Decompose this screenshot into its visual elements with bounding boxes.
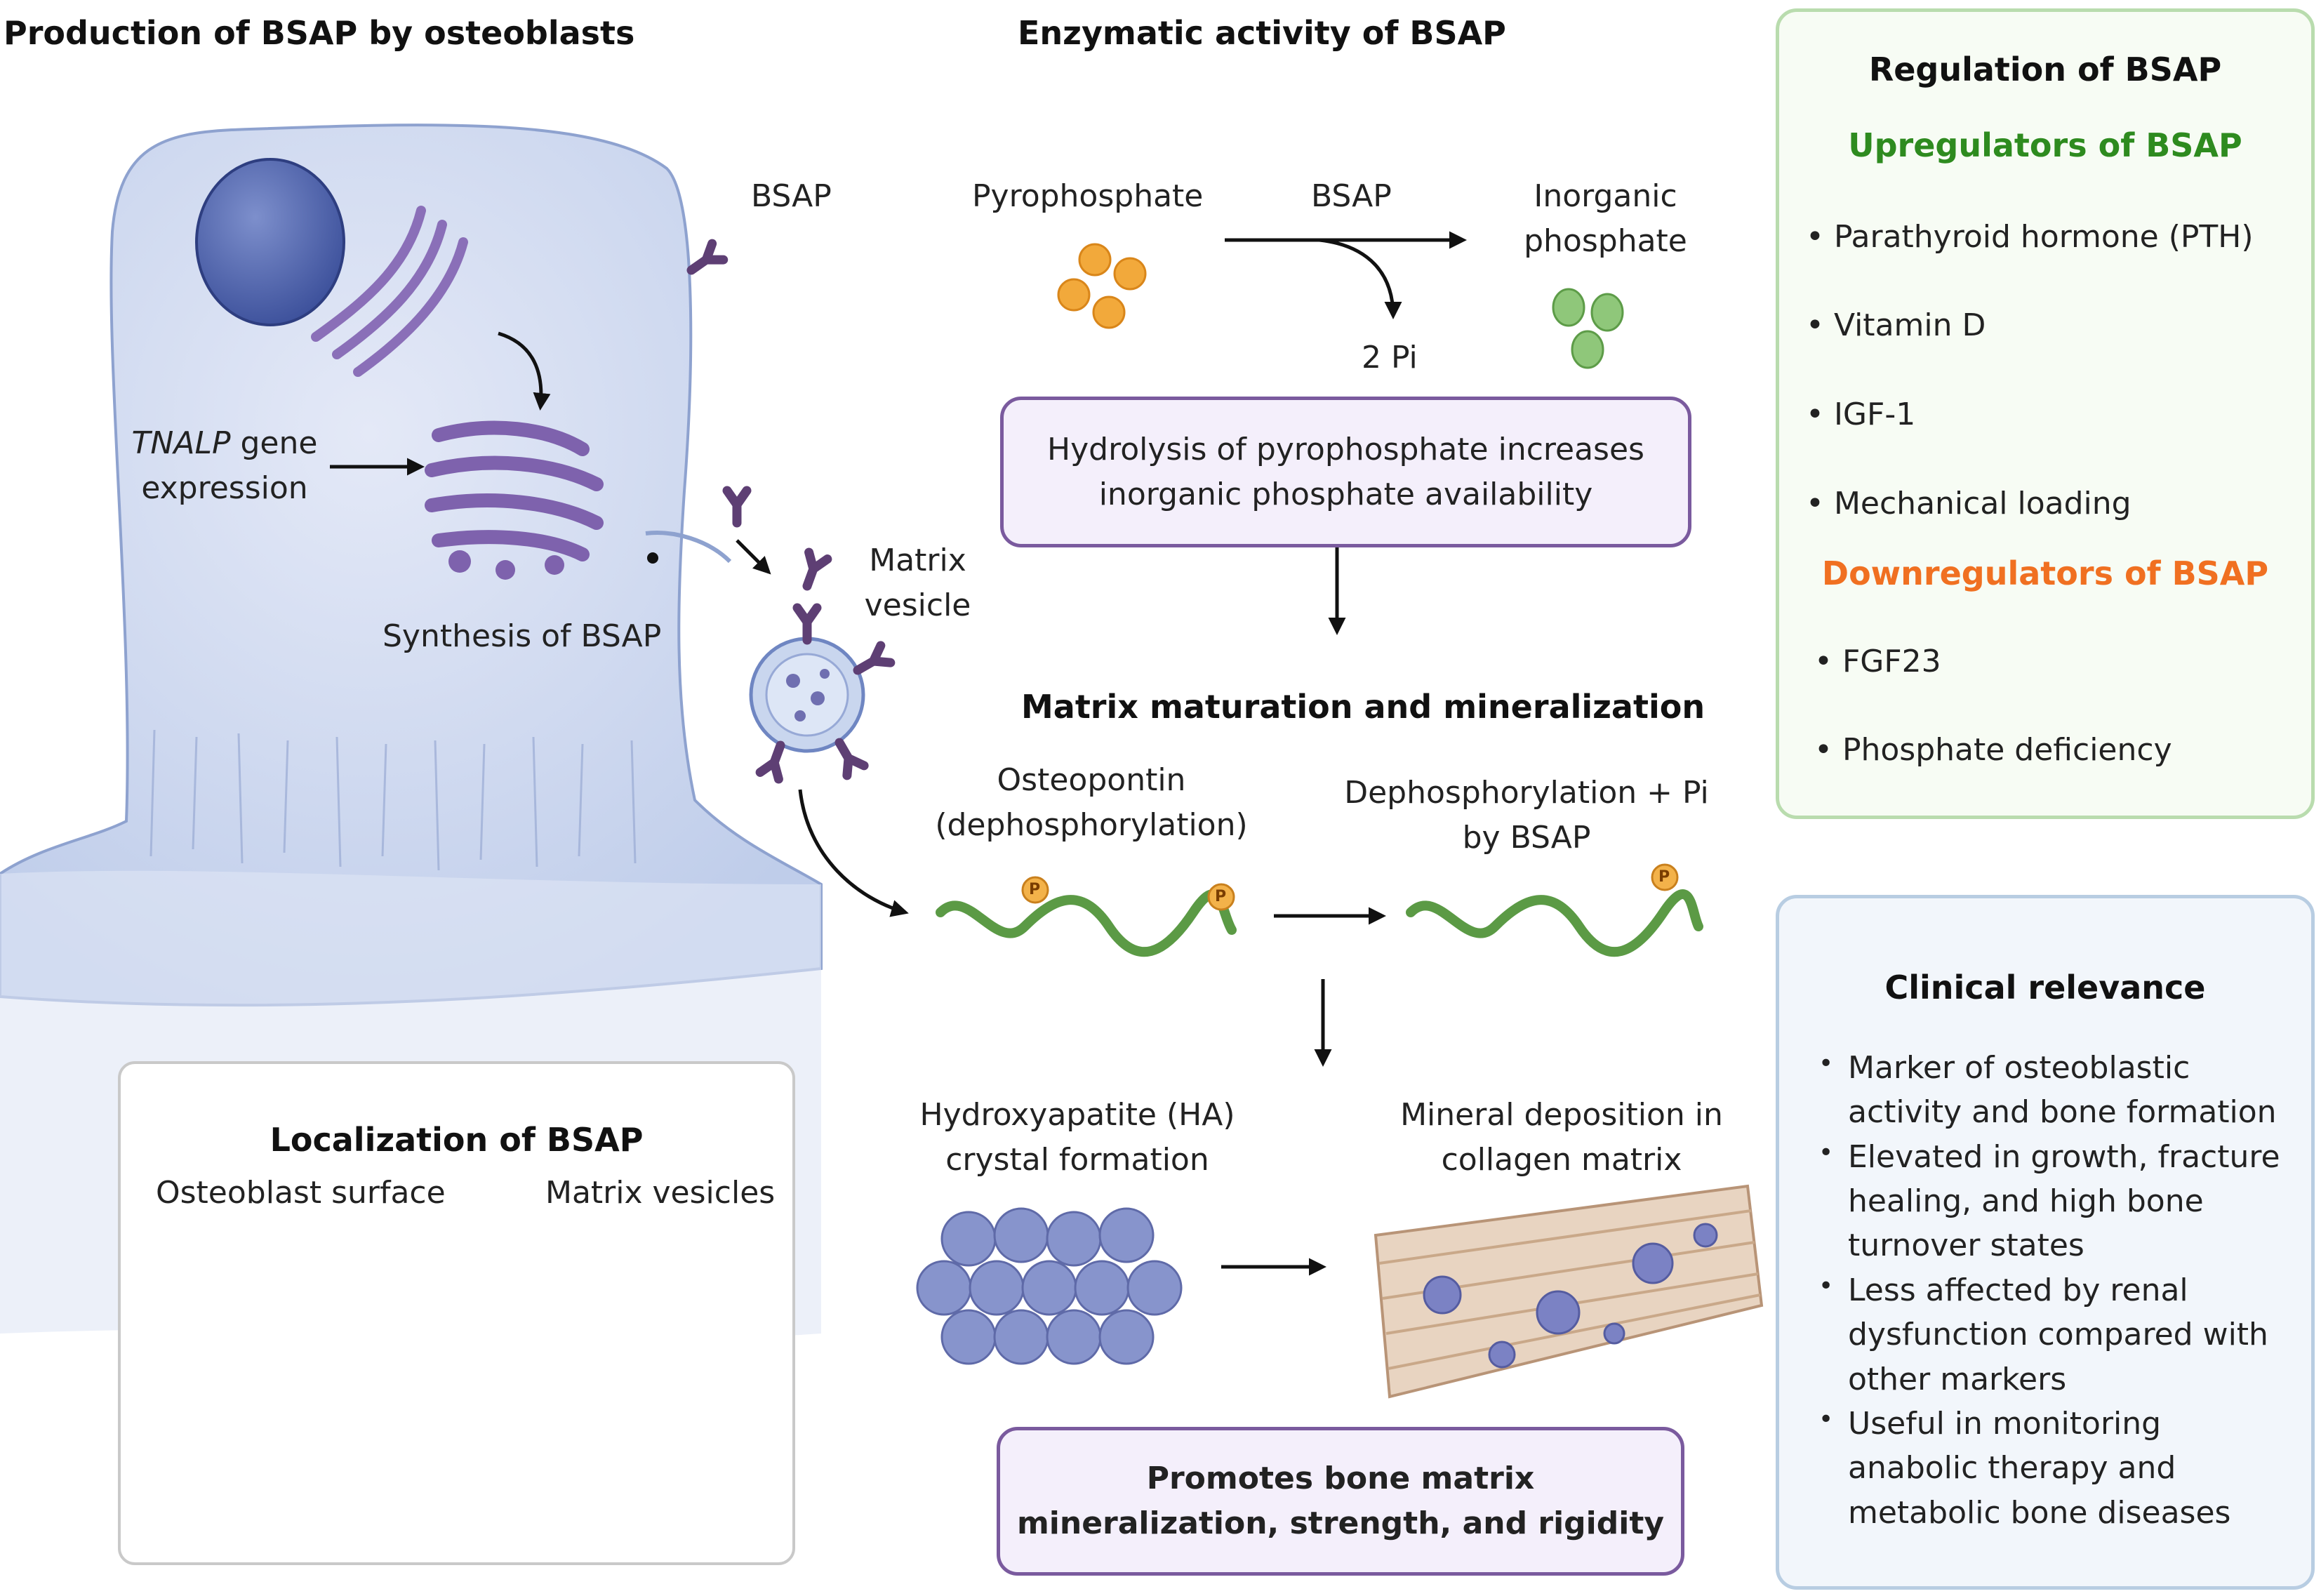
inorganic-phosphate-label: Inorganic phosphate xyxy=(1505,174,1705,264)
outcome-text: Promotes bone matrix mineralization, str… xyxy=(1017,1456,1664,1546)
mineral-deposition-label: Mineral deposition in collagen matrix xyxy=(1379,1093,1744,1183)
gene-name: TNALP xyxy=(131,425,231,461)
inorganic-phosphate-line1: Inorganic xyxy=(1534,178,1677,214)
mineral-deposition-line1: Mineral deposition in xyxy=(1400,1097,1723,1133)
hydroxyapatite-label: Hydroxyapatite (HA) crystal formation xyxy=(898,1093,1256,1183)
inorganic-phosphate-graphic xyxy=(1552,288,1624,369)
downregulator-item-2: • Phosphate deficiency xyxy=(1814,732,2172,768)
phospho-mark-2: P xyxy=(1215,888,1227,905)
upregulator-text-1: Parathyroid hormone (PTH) xyxy=(1833,219,2254,255)
pyrophosphate-label: Pyrophosphate xyxy=(972,178,1204,214)
osteopontin-graphic xyxy=(936,876,1237,957)
matrix-vesicle-label: Matrix vesicle xyxy=(860,538,976,628)
clinical-item-2: Elevated in growth, fracture healing, an… xyxy=(1814,1135,2299,1268)
localization-title: Localization of BSAP xyxy=(270,1121,644,1159)
upregulator-text-2: Vitamin D xyxy=(1833,307,1986,343)
pyrophosphate-graphic xyxy=(1057,243,1147,329)
regulation-title: Regulation of BSAP xyxy=(1868,51,2222,88)
enzymatic-title: Enzymatic activity of BSAP xyxy=(1018,14,1506,52)
downregulator-item-1: • FGF23 xyxy=(1814,644,1941,679)
hydrolysis-text: Hydrolysis of pyrophosphate increases in… xyxy=(1047,427,1644,517)
osteopontin-label: Osteopontin (dephosphorylation) xyxy=(926,758,1256,848)
clinical-item-3: Less affected by renal dysfunction compa… xyxy=(1814,1268,2299,1402)
hydroxyapatite-line1: Hydroxyapatite (HA) xyxy=(919,1097,1235,1133)
clinical-title: Clinical relevance xyxy=(1884,969,2206,1006)
matrix-vesicle-graphic xyxy=(749,608,891,779)
osteopontin-line1: Osteopontin xyxy=(997,762,1186,798)
outcome-box: Promotes bone matrix mineralization, str… xyxy=(997,1427,1684,1576)
upregulators-title: Upregulators of BSAP xyxy=(1848,126,2242,164)
clinical-item-4: Useful in monitoring anabolic therapy an… xyxy=(1814,1402,2299,1535)
downregulator-text-2: Phosphate deficiency xyxy=(1842,732,2172,768)
outcome-line1: Promotes bone matrix xyxy=(1146,1461,1535,1497)
matrix-vesicles-label: Matrix vesicles xyxy=(545,1175,776,1211)
mineral-deposition-line2: collagen matrix xyxy=(1441,1141,1682,1178)
hydrolysis-box: Hydrolysis of pyrophosphate increases in… xyxy=(1000,397,1691,547)
left-section-title: Production of BSAP by osteoblasts xyxy=(4,14,635,52)
upregulator-item-2: • Vitamin D xyxy=(1806,307,1986,343)
dephosphorylation-label: Dephosphorylation + Pi by BSAP xyxy=(1334,771,1720,860)
gene-expression-label: TNALP gene expression xyxy=(105,421,344,511)
enzyme-label: BSAP xyxy=(1311,178,1392,214)
downregulators-title: Downregulators of BSAP xyxy=(1821,554,2269,592)
hydrolysis-line2: inorganic phosphate availability xyxy=(1098,476,1593,512)
synthesis-label: Synthesis of BSAP xyxy=(383,618,662,654)
collagen-matrix-graphic xyxy=(1374,1184,1764,1399)
gene-word: gene xyxy=(230,425,318,461)
matrix-vesicle-line2: vesicle xyxy=(864,587,971,623)
maturation-title: Matrix maturation and mineralization xyxy=(1021,688,1705,726)
phospho-mark-1: P xyxy=(1029,881,1041,898)
hydroxyapatite-line2: crystal formation xyxy=(945,1141,1209,1178)
hydrolysis-line1: Hydrolysis of pyrophosphate increases xyxy=(1047,431,1644,467)
osteopontin-line2: (dephosphorylation) xyxy=(935,806,1248,843)
gene-expression-word: expression xyxy=(141,470,308,506)
dephosphorylated-graphic xyxy=(1406,863,1703,957)
dephosphorylation-line1: Dephosphorylation + Pi xyxy=(1344,775,1709,811)
inorganic-phosphate-line2: phosphate xyxy=(1524,222,1687,259)
localization-box xyxy=(118,1061,795,1565)
bsap-membrane-label: BSAP xyxy=(751,178,832,214)
hydroxyapatite-graphic xyxy=(916,1207,1183,1365)
regulation-panel xyxy=(1776,8,2315,819)
dephosphorylation-line2: by BSAP xyxy=(1462,819,1591,856)
osteoblast-surface-label: Osteoblast surface xyxy=(156,1175,446,1211)
two-pi-label: 2 Pi xyxy=(1362,340,1418,375)
upregulator-text-4: Mechanical loading xyxy=(1833,486,2132,521)
upregulator-item-3: • IGF-1 xyxy=(1806,397,1916,432)
upregulator-item-4: • Mechanical loading xyxy=(1806,486,2132,521)
phospho-mark-3: P xyxy=(1658,868,1670,886)
outcome-line2: mineralization, strength, and rigidity xyxy=(1016,1505,1665,1541)
matrix-vesicle-line1: Matrix xyxy=(869,543,966,578)
upregulator-text-3: IGF-1 xyxy=(1833,397,1916,432)
clinical-item-1: Marker of osteoblastic activity and bone… xyxy=(1814,1046,2299,1135)
upregulator-item-1: • Parathyroid hormone (PTH) xyxy=(1806,219,2254,255)
downregulator-text-1: FGF23 xyxy=(1842,644,1941,679)
clinical-list: Marker of osteoblastic activity and bone… xyxy=(1814,1046,2299,1535)
